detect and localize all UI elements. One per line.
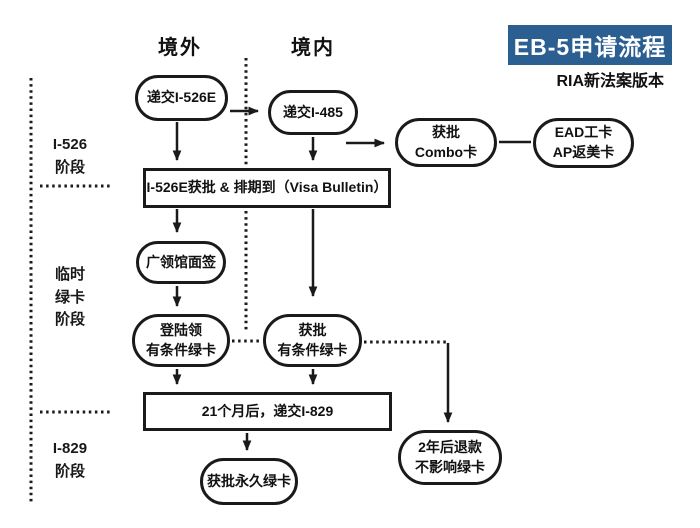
node-submit-i485: 递交I-485 [268,90,358,135]
node-submit-i829: 21个月后，递交I-829 [143,392,392,431]
column-header-overseas: 境外 [158,37,202,59]
node-landing-conditional-green-card: 登陆领 有条件绿卡 [132,314,230,367]
stage-label-i829: I-829 阶段 [52,440,88,480]
node-approved-combo-card: 获批 Combo卡 [395,118,497,167]
stage-label-i526: I-526 阶段 [52,136,88,176]
node-permanent-green-card: 获批永久绿卡 [200,458,298,505]
node-ead-ap-card: EAD工卡 AP返美卡 [533,118,634,168]
node-submit-i526e: 递交I-526E [135,75,228,121]
node-i526e-approved-visa-bulletin: I-526E获批 & 排期到（Visa Bulletin） [143,168,391,208]
node-approved-conditional-green-card: 获批 有条件绿卡 [263,314,362,367]
stage-label-temp-green-card: 临时 绿卡 阶段 [54,266,85,328]
title-badge: EB-5申请流程 [508,25,672,65]
title-subtitle: RIA新法案版本 [556,73,664,90]
node-consulate-interview: 广领馆面签 [136,241,226,284]
node-refund-after-2-years: 2年后退款 不影响绿卡 [398,430,502,485]
column-header-domestic: 境内 [291,37,335,59]
